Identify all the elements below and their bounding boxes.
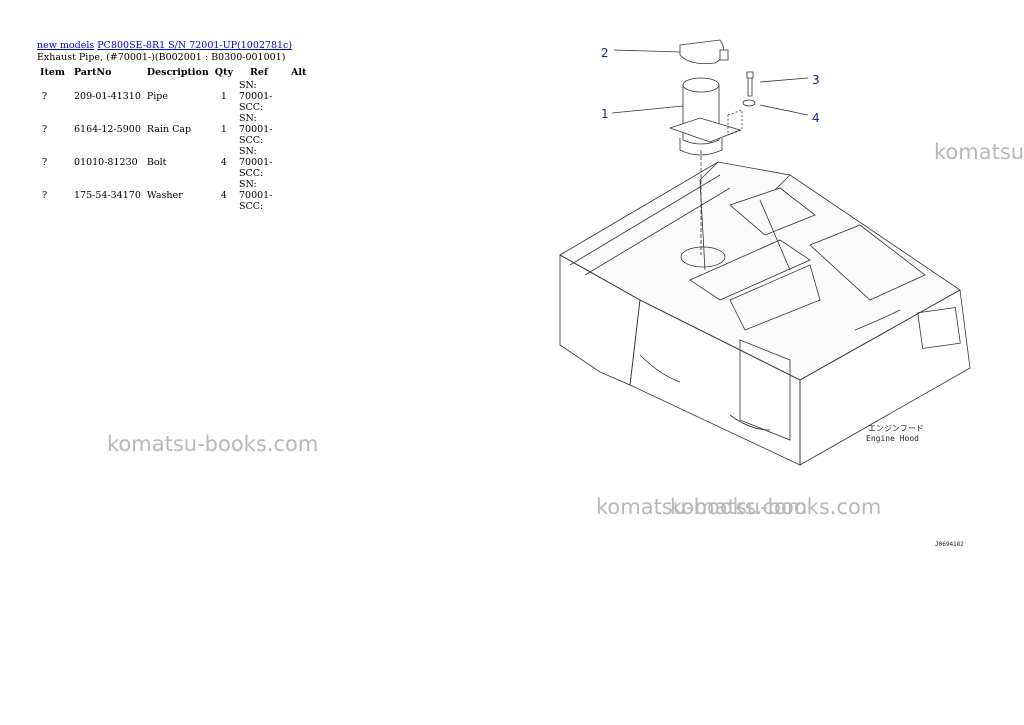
cell-ref: SN: 70001-SCC: [238,80,273,113]
cell-item: ? [42,91,48,102]
cell-alt [288,179,309,212]
cell-item: ? [42,190,48,201]
col-header-qty: Qty [214,66,233,78]
bolt [746,71,754,97]
watermark: komatsu-books.com [670,495,882,519]
cell-partno: 209-01-41310 [74,91,141,102]
watermark: komatsu- [934,140,1024,164]
cell-item: ? [42,124,48,135]
col-header-partno: PartNo [74,66,112,78]
col-header-ref: Ref [249,66,269,78]
callout-3: 3 [812,73,820,87]
table-row: ? 01010-81230 Bolt 4 SN: 70001-SCC: [37,146,309,179]
breadcrumb-link-model[interactable]: PC800SE-8R1 S/N 72001-UP(1002781c) [97,40,293,51]
callout-1: 1 [601,107,609,121]
table-row: ? 175-54-34170 Washer 4 SN: 70001-SCC: [37,179,309,212]
cell-qty: 1 [220,124,227,135]
cell-ref: SN: 70001-SCC: [238,179,273,212]
cell-partno: 175-54-34170 [74,190,141,201]
col-header-alt: Alt [290,66,307,78]
cell-alt [288,80,309,113]
engine-hood-side [799,289,971,466]
cell-partno: 6164-12-5900 [74,124,141,135]
engine-hood-label-jp: エンジンフード [868,424,924,433]
table-row: ? 209-01-41310 Pipe 1 SN: 70001-SCC: [37,80,309,113]
cell-item: ? [42,157,48,168]
cell-alt [288,146,309,179]
cell-partno: 01010-81230 [74,157,138,168]
engine-hood-label-en: Engine Hood [866,434,919,443]
page-subtitle: Exhaust Pipe, (#70001-)(B002001 : B0300-… [37,52,286,63]
cell-description: Bolt [146,157,167,168]
cell-qty: 4 [220,157,227,168]
rain-cap [679,39,725,65]
breadcrumb-link-new-models[interactable]: new models [37,40,95,51]
cell-description: Washer [146,190,183,201]
watermark: komatsu-books.com [596,495,808,519]
watermark: komatsu-books.com [107,432,319,456]
cell-description: Pipe [146,91,169,102]
cell-ref: SN: 70001-SCC: [238,146,273,179]
col-header-description: Description [146,66,209,78]
diagram-code: J0694182 [935,541,964,548]
cell-description: Rain Cap [146,124,192,135]
parts-diagram: 2 1 3 4 エンジンフード Engine Hood J0694182 [559,39,971,548]
engine-hood-left [559,254,641,386]
parts-table: Item PartNo Description Qty Ref Alt ? 20… [37,64,309,213]
table-row: ? 6164-12-5900 Rain Cap 1 SN: 70001-SCC: [37,113,309,146]
cell-ref: SN: 70001-SCC: [238,113,273,146]
col-header-item: Item [40,66,65,78]
washer [742,99,756,107]
breadcrumb: new models PC800SE-8R1 S/N 72001-UP(1002… [37,40,292,51]
cell-alt [288,113,309,146]
callout-2: 2 [601,46,609,60]
callout-4: 4 [812,111,820,125]
cell-qty: 4 [220,190,227,201]
cell-qty: 1 [220,91,227,102]
table-header-row: Item PartNo Description Qty Ref Alt [37,64,309,80]
